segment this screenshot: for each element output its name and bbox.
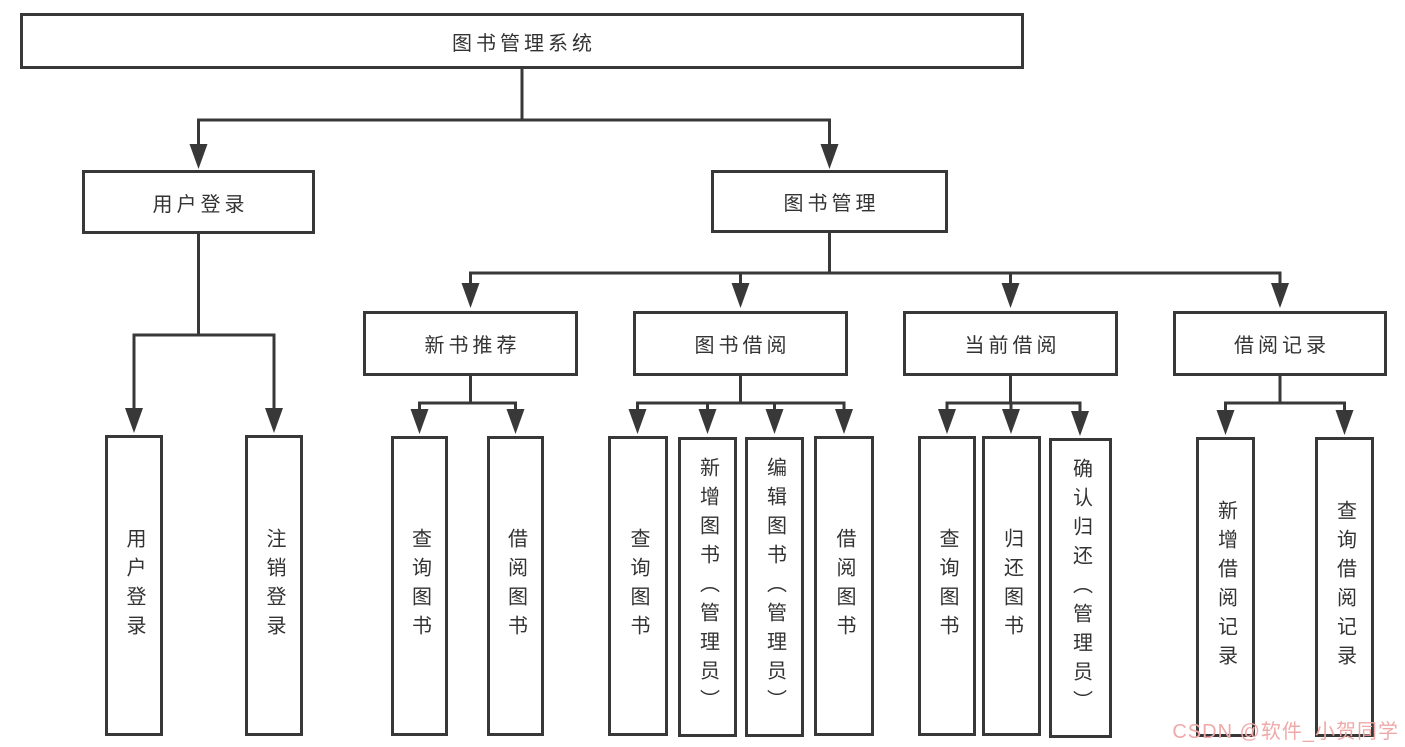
node-book-borrowing: 图书借阅 (633, 311, 848, 376)
node-label: 新增图书（管理员） (696, 456, 719, 718)
node-label: 归还图书 (1000, 528, 1023, 644)
node-label: 查询图书 (627, 528, 649, 644)
node-label: 用户登录 (152, 193, 249, 216)
leaf-user-login: 用户登录 (105, 435, 163, 736)
node-label: 新书推荐 (424, 335, 521, 357)
node-label: 借阅图书 (504, 528, 527, 644)
leaf-return-books: 归还图书 (982, 436, 1041, 736)
leaf-query-borrow-record: 查询借阅记录 (1315, 437, 1374, 737)
node-label: 注销登录 (263, 527, 285, 644)
leaf-logout: 注销登录 (245, 435, 303, 736)
arrowhead (628, 409, 647, 434)
arrowhead (820, 144, 839, 169)
leaf-add-borrow-record: 新增借阅记录 (1196, 437, 1255, 737)
arrowhead (731, 283, 750, 308)
csdn-watermark: CSDN @软件_小贺同学 (1172, 721, 1399, 743)
arrowhead (1271, 283, 1289, 308)
leaf-query-books-borrow: 查询图书 (608, 436, 668, 736)
node-label: 编辑图书（管理员） (763, 456, 786, 718)
leaf-add-books-admin: 新增图书（管理员） (678, 437, 737, 737)
node-label: 确认归还（管理员） (1069, 457, 1092, 719)
arrowhead (938, 409, 956, 434)
arrowhead (506, 409, 525, 434)
arrowhead (265, 408, 283, 433)
node-library-system: 图书管理系统 (20, 13, 1024, 69)
node-borrowing-records: 借阅记录 (1173, 311, 1387, 376)
arrowhead (765, 409, 784, 434)
arrowhead (125, 408, 143, 433)
node-label: 图书管理 (783, 193, 880, 215)
arrowhead (461, 283, 480, 308)
node-label: 查询借阅记录 (1333, 500, 1356, 674)
arrowhead (698, 409, 717, 434)
leaf-borrow-books: 借阅图书 (814, 436, 874, 736)
leaf-confirm-return-admin: 确认归还（管理员） (1049, 438, 1112, 738)
node-current-borrowing: 当前借阅 (903, 311, 1118, 376)
arrowhead (189, 144, 208, 169)
node-label: 查询图书 (936, 528, 958, 644)
leaf-edit-books-admin: 编辑图书（管理员） (745, 437, 804, 737)
leaf-query-books-recommend: 查询图书 (391, 436, 448, 736)
leaf-borrow-books-recommend: 借阅图书 (487, 436, 544, 736)
arrowhead (410, 409, 429, 434)
node-user-login: 用户登录 (82, 170, 315, 234)
node-label: 新增借阅记录 (1214, 500, 1237, 674)
node-book-management: 图书管理 (711, 170, 948, 233)
node-label: 图书借阅 (694, 335, 791, 357)
arrowhead (1216, 410, 1235, 435)
node-label: 借阅记录 (1234, 335, 1330, 357)
node-label: 借阅图书 (833, 528, 855, 644)
leaf-query-books-current: 查询图书 (918, 436, 976, 736)
arrowhead (835, 409, 853, 434)
arrowhead (1001, 283, 1020, 308)
node-new-book-recommend: 新书推荐 (363, 311, 578, 376)
node-label: 图书管理系统 (452, 32, 596, 55)
arrowhead (1071, 411, 1089, 436)
node-label: 用户登录 (123, 527, 145, 644)
node-label: 查询图书 (408, 528, 431, 644)
arrowhead (1002, 409, 1020, 434)
arrowhead (1335, 410, 1354, 435)
node-label: 当前借阅 (964, 335, 1061, 357)
